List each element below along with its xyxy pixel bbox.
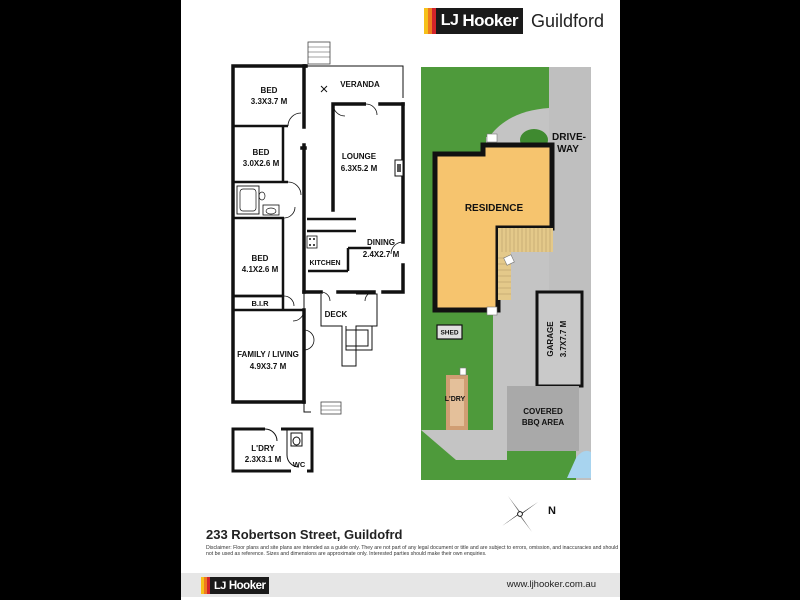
footer-bar: LJ Hooker www.ljhooker.com.au [181, 573, 620, 597]
bed2-size: 3.0X2.6 M [243, 159, 280, 168]
rear-stairs [320, 401, 342, 415]
driveway-label-2: WAY [557, 144, 579, 155]
pool [567, 450, 591, 478]
laundry-outbuilding [446, 367, 468, 430]
shed-label: SHED [440, 330, 458, 337]
lj-hooker-logo: LJ Hooker [423, 8, 523, 34]
footer-logo-name: Hooker [228, 579, 266, 592]
veranda-outline [305, 65, 404, 98]
footer-logo-wordmark: LJ Hooker [210, 577, 270, 594]
bed3-size: 4.1X2.6 M [242, 265, 279, 274]
bbq-label: COVERED [523, 407, 563, 416]
footer-logo-initials: LJ [214, 579, 226, 592]
plan-drawing: DRIVE- WAY RESIDENCE SHED L'DRY GARAGE 3… [231, 41, 591, 532]
deck-outline [303, 292, 378, 413]
laundry-walls [231, 427, 314, 473]
entry-step [486, 133, 498, 143]
laundry-size: 2.3X3.1 M [245, 455, 282, 464]
residence-label: RESIDENCE [465, 203, 524, 214]
veranda-label: VERANDA [340, 80, 380, 89]
logo-stripes [423, 8, 436, 34]
bed1-size: 3.3X3.7 M [251, 97, 288, 106]
dining-label: DINING [367, 238, 395, 247]
lounge-label: LOUNGE [342, 152, 377, 161]
garage-size-label: 3.7X7.7 M [559, 320, 568, 357]
shed-building [436, 324, 463, 340]
bed3-label: BED [252, 254, 269, 263]
laundry-interior [264, 428, 303, 468]
dining-size: 2.4X2.7 M [363, 250, 400, 259]
north-arrow-icon [502, 496, 538, 532]
stove [306, 235, 318, 249]
office-name: Guildford [530, 10, 604, 31]
family-living-label: FAMILY / LIVING [237, 350, 299, 359]
logo-initials: LJ [440, 12, 459, 29]
floor-plan: BED 3.3X3.7 M BED 3.0X2.6 M BED 4.1X2.6 … [231, 41, 405, 473]
kitchen-label: KITCHEN [309, 260, 340, 267]
footer-logo-stripes [201, 577, 210, 594]
bathroom-fixtures [236, 185, 280, 216]
garage-label: GARAGE [546, 321, 555, 357]
lounge-size: 6.3X5.2 M [341, 164, 378, 173]
bbq-label-2: BBQ AREA [522, 418, 565, 427]
property-address: 233 Robertson Street, Guildofrd [206, 527, 403, 542]
fireplace [394, 159, 404, 177]
door-swings [283, 103, 404, 351]
bed2-label: BED [253, 148, 270, 157]
north-label: N [548, 505, 556, 517]
site-plan: DRIVE- WAY RESIDENCE SHED L'DRY GARAGE 3… [421, 67, 591, 532]
laundry-label: L'DRY [251, 444, 275, 453]
front-stairs [307, 41, 331, 65]
deck-label: DECK [325, 310, 348, 319]
bed1-label: BED [261, 86, 278, 95]
header: LJ Hooker Guildford [423, 8, 604, 34]
site-laundry-label: L'DRY [445, 396, 466, 403]
wc-label: WC [293, 460, 306, 469]
bbq-area [507, 386, 579, 451]
front-paving [421, 430, 507, 460]
driveway-label: DRIVE- [552, 132, 586, 143]
logo-name: Hooker [462, 11, 518, 30]
family-living-size: 4.9X3.7 M [250, 362, 287, 371]
footer-logo: LJ Hooker [201, 577, 270, 594]
logo-wordmark: LJ Hooker [435, 8, 523, 34]
deck-stair [503, 254, 515, 266]
website-link[interactable]: www.ljhooker.com.au [506, 579, 596, 590]
side-step [486, 306, 498, 316]
disclaimer-text: Disclaimer: Floor plans and site plans a… [206, 545, 619, 558]
floor-plan-sheet: LJ Hooker Guildford [181, 0, 620, 600]
bir-label: B.I.R [251, 299, 269, 308]
